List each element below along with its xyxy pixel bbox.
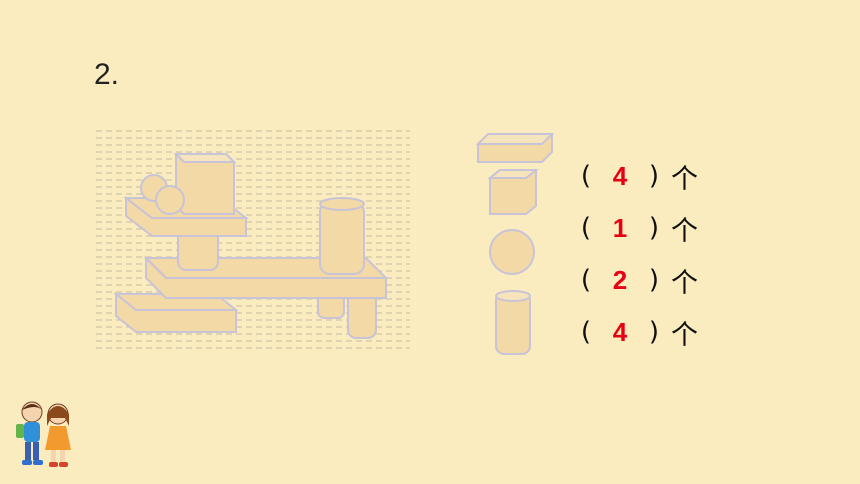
answer-row-sphere: ( 2 ) 个	[575, 254, 715, 306]
unit-label: 个	[671, 267, 698, 299]
question-number: 2.	[94, 58, 120, 91]
open-paren: (	[580, 265, 592, 295]
open-paren: (	[580, 317, 592, 347]
answer-count: 2	[612, 264, 628, 295]
cylinder-icon	[495, 290, 531, 355]
cube-icon	[487, 169, 539, 215]
cuboid-icon	[475, 133, 555, 163]
stacked-shapes-illustration	[96, 128, 410, 354]
open-paren: (	[580, 161, 592, 191]
children-mascot	[16, 401, 71, 467]
close-paren: )	[648, 317, 660, 347]
answer-count: 4	[612, 316, 628, 347]
answer-row-cuboid: ( 4 ) 个	[575, 150, 715, 202]
answer-list: ( 4 ) 个 ( 1 ) 个 ( 2 ) 个 ( 4 ) 个	[575, 150, 715, 358]
open-paren: (	[580, 213, 592, 243]
answer-count: 4	[612, 160, 628, 191]
answer-row-cylinder: ( 4 ) 个	[575, 306, 715, 358]
answer-count: 1	[612, 212, 628, 243]
unit-label: 个	[671, 319, 698, 351]
close-paren: )	[648, 265, 660, 295]
answer-row-cube: ( 1 ) 个	[575, 202, 715, 254]
sphere-icon	[489, 229, 535, 275]
shape-legend	[475, 133, 555, 355]
close-paren: )	[648, 213, 660, 243]
unit-label: 个	[671, 163, 698, 195]
close-paren: )	[648, 161, 660, 191]
unit-label: 个	[671, 215, 698, 247]
